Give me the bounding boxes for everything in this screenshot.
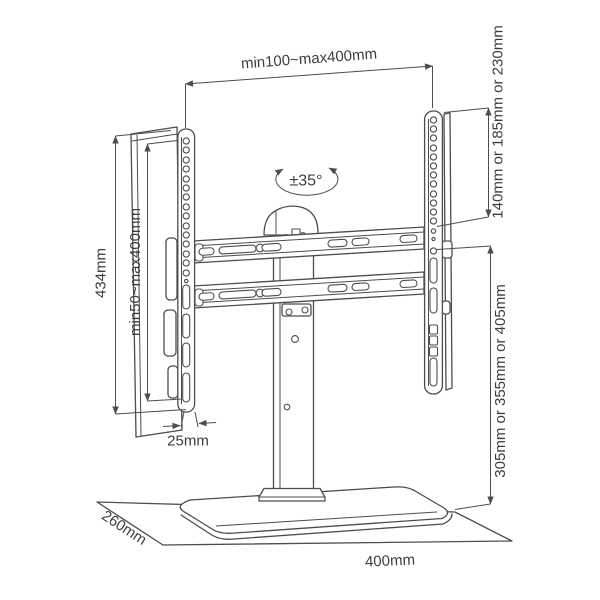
top-width-label: min100~max400mm bbox=[240, 46, 377, 73]
dim-left-height: 434mm bbox=[93, 130, 187, 415]
rail-right-clamps bbox=[441, 240, 453, 315]
crossbar-lower bbox=[192, 271, 425, 309]
column-foot bbox=[258, 487, 326, 502]
plate-depth-label: 25mm bbox=[167, 433, 209, 450]
rail-right-slots bbox=[428, 257, 439, 387]
dim-upper-height-options: 140mm or 185mm or 230mm bbox=[436, 25, 507, 227]
tv-panel-left bbox=[130, 126, 183, 438]
column bbox=[272, 238, 315, 490]
dim-vesa-height: min50~max400mm bbox=[127, 140, 183, 402]
dim-top-width: min100~max400mm bbox=[185, 46, 433, 128]
vesa-height-label: min50~max400mm bbox=[127, 208, 144, 336]
rail-left-holes bbox=[182, 137, 190, 284]
base-width-label: 400mm bbox=[365, 551, 416, 570]
lower-height-options-label: 305mm or 355mm or 405mm bbox=[492, 284, 509, 477]
dim-base-width: 400mm bbox=[365, 551, 416, 570]
rail-left-slots bbox=[182, 284, 191, 403]
rail-right-holes bbox=[429, 116, 438, 255]
rail-left bbox=[177, 128, 196, 413]
left-height-label: 434mm bbox=[93, 248, 110, 298]
dim-plate-depth: 25mm bbox=[162, 411, 217, 450]
dim-lower-height-options: 305mm or 355mm or 405mm bbox=[436, 245, 509, 510]
swivel-angle-label: ±35° bbox=[290, 173, 323, 190]
rail-right bbox=[423, 110, 444, 395]
swivel-angle-annotation: ±35° bbox=[274, 167, 339, 196]
column-bracket-plate bbox=[281, 303, 312, 317]
upper-height-options-label: 140mm or 185mm or 230mm bbox=[490, 25, 507, 218]
rail-left-clamps bbox=[163, 237, 179, 399]
base-plate bbox=[179, 486, 453, 540]
